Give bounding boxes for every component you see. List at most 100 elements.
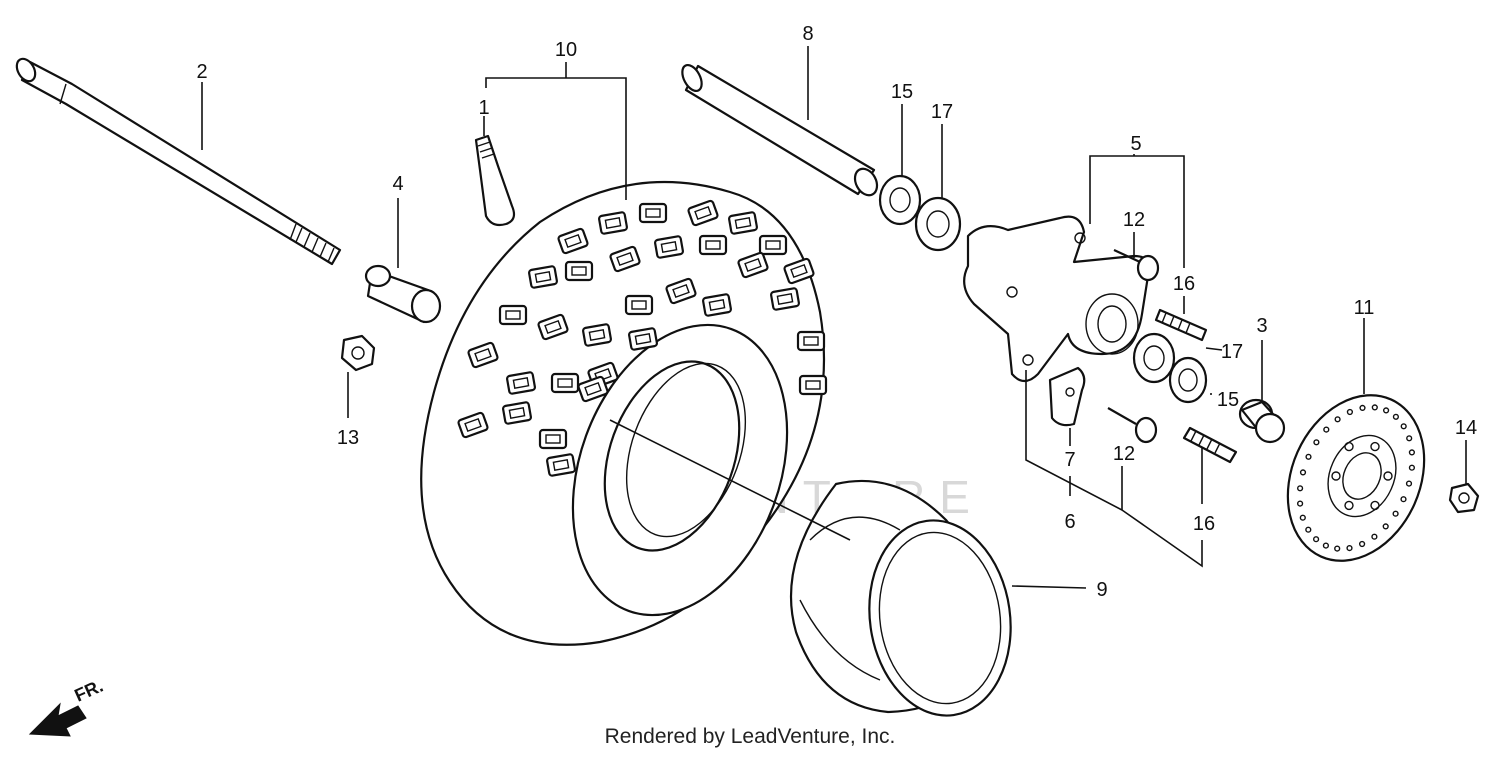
tread-block	[528, 265, 558, 289]
callout-7: 7	[1064, 449, 1075, 471]
callout-numbers: 1 2 3 4 5 6 7 8 9 10 11 12 12 13 14 15 1…	[196, 23, 1477, 601]
disc-vent-hole	[1346, 408, 1354, 416]
callout-8: 8	[802, 23, 813, 45]
wheel-stud-lower	[1182, 426, 1238, 464]
disc-vent-hole	[1313, 439, 1320, 446]
tread-block-groove	[744, 257, 762, 273]
tread-block-groove	[734, 217, 752, 229]
disc-bolt-hole	[1344, 500, 1354, 511]
tread-block-groove	[545, 434, 561, 444]
leader-lines	[201, 46, 1467, 589]
tread-block-groove	[765, 240, 781, 250]
tread-block	[582, 323, 612, 347]
tread-block	[698, 234, 728, 256]
render-credit: Rendered by LeadVenture, Inc.	[604, 725, 896, 748]
callout-3: 3	[1256, 315, 1267, 337]
disc-vent-hole	[1400, 496, 1407, 503]
disc-bolt-hole	[1370, 441, 1380, 452]
tread-block-groove	[564, 233, 582, 249]
lock-plate	[1048, 366, 1086, 427]
disc-vent-hole	[1408, 449, 1416, 456]
axle-shaft	[15, 57, 342, 266]
tread-block	[737, 251, 769, 279]
disc-vent-hole	[1382, 523, 1389, 530]
tread-block-groove	[705, 240, 721, 250]
callout-13: 13	[337, 427, 359, 449]
tread-block-groove	[464, 417, 482, 433]
disc-vent-hole	[1359, 404, 1366, 412]
callout-17-upper: 17	[931, 101, 953, 123]
tread-block-groove	[645, 208, 661, 218]
callout-17-lower: 17	[1221, 341, 1243, 363]
spacer-tube	[681, 63, 879, 197]
disc-vent-hole	[1371, 404, 1378, 411]
tread-block	[728, 211, 758, 235]
tread-block-groove	[672, 283, 690, 299]
callout-6: 6	[1064, 511, 1075, 533]
disc-vent-hole	[1346, 544, 1353, 552]
tread-block	[557, 227, 589, 255]
tread-block	[654, 235, 684, 259]
disc-vent-hole	[1392, 413, 1400, 420]
disc-vent-hole	[1334, 416, 1341, 423]
tread-block-groove	[805, 380, 821, 390]
bearing-left	[914, 196, 962, 252]
disc-vent-hole	[1322, 542, 1330, 549]
disc-vent-hole	[1358, 540, 1366, 548]
disc-vent-hole	[1296, 485, 1304, 492]
tread-block	[506, 371, 536, 395]
tire	[420, 180, 828, 646]
disc-vent-hole	[1405, 480, 1413, 487]
tread-block-groove	[604, 217, 622, 229]
tread-block-groove	[803, 336, 819, 346]
tread-block-groove	[512, 377, 530, 389]
tread-block-groove	[616, 251, 634, 267]
disc-vent-hole	[1400, 423, 1407, 430]
tread-block-groove	[552, 459, 570, 471]
callout-2: 2	[196, 61, 207, 83]
disc-vent-hole	[1299, 514, 1306, 521]
callout-10: 10	[555, 39, 577, 61]
callout-9: 9	[1096, 579, 1107, 601]
disc-bolt-hole	[1331, 471, 1341, 481]
callout-1: 1	[478, 97, 489, 119]
disc-vent-hole	[1299, 469, 1307, 476]
disc-bolt-hole	[1344, 441, 1354, 452]
oil-seal-left	[878, 174, 922, 226]
disc-vent-hole	[1408, 464, 1416, 471]
front-arrow-icon	[28, 702, 87, 737]
tread-block-groove	[508, 407, 526, 419]
tread-block-groove	[776, 293, 794, 305]
tread-block-groove	[694, 205, 712, 221]
tread-block	[798, 374, 828, 396]
tread-block	[796, 330, 826, 352]
tread-block	[537, 313, 569, 341]
callout-16-lower: 16	[1193, 513, 1215, 535]
tread-block	[546, 453, 576, 477]
bearing-right	[1132, 332, 1176, 384]
tread-block-groove	[571, 266, 587, 276]
disc-vent-hole	[1392, 510, 1399, 517]
tread-block	[770, 287, 800, 311]
callout-5: 5	[1130, 133, 1141, 155]
tread-block	[687, 199, 719, 227]
hub-bolt-upper	[1113, 249, 1160, 282]
tread-block-groove	[544, 319, 562, 335]
tread-block-groove	[790, 263, 808, 279]
wheel-rim	[789, 479, 1012, 717]
callout-12-lower: 12	[1113, 443, 1135, 465]
brake-disc	[1286, 394, 1426, 562]
tread-block-groove	[584, 381, 602, 397]
tread-block	[457, 411, 489, 439]
disc-vent-hole	[1312, 536, 1320, 543]
tread-block-groove	[634, 333, 652, 345]
tread-block	[538, 428, 568, 450]
tread-block	[502, 401, 532, 425]
disc-bolt-hole	[1370, 500, 1380, 511]
castle-nut	[340, 334, 376, 372]
disc-bolt-hole	[1383, 471, 1393, 481]
oil-seal-right	[1168, 356, 1208, 404]
callout-12-upper: 12	[1123, 209, 1145, 231]
tread-block-groove	[660, 241, 678, 253]
